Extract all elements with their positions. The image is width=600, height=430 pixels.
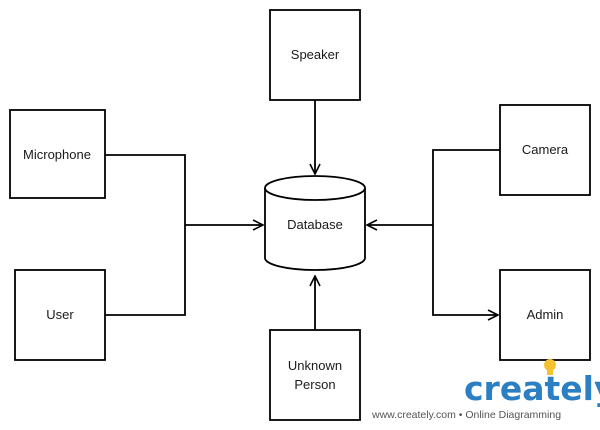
creately-logo: creately <box>464 359 600 408</box>
camera-node[interactable]: Camera <box>499 104 591 196</box>
to-admin-arrow <box>432 225 498 315</box>
user-label: User <box>46 307 74 322</box>
camera-connector <box>432 149 500 225</box>
connectors <box>105 100 500 330</box>
microphone-connector <box>105 154 186 225</box>
admin-label: Admin <box>527 307 564 322</box>
user-connector <box>105 225 186 316</box>
admin-node[interactable]: Admin <box>499 269 591 361</box>
microphone-label: Microphone <box>23 147 91 162</box>
camera-label: Camera <box>522 142 569 157</box>
logo-wordmark: creately <box>464 369 600 408</box>
unknown-person-node[interactable]: Unknown Person <box>269 329 361 421</box>
database-label: Database <box>287 217 343 232</box>
speaker-node[interactable]: Speaker <box>269 9 361 101</box>
unknown-person-label-line2: Person <box>294 377 335 392</box>
user-node[interactable]: User <box>14 269 106 361</box>
speaker-label: Speaker <box>291 47 340 62</box>
lightbulb-icon <box>544 359 556 375</box>
footer-text: www.creately.com • Online Diagramming <box>371 409 561 421</box>
microphone-node[interactable]: Microphone <box>9 109 106 199</box>
unknown-person-label-line1: Unknown <box>288 358 342 373</box>
database-node[interactable]: Database <box>264 175 366 271</box>
